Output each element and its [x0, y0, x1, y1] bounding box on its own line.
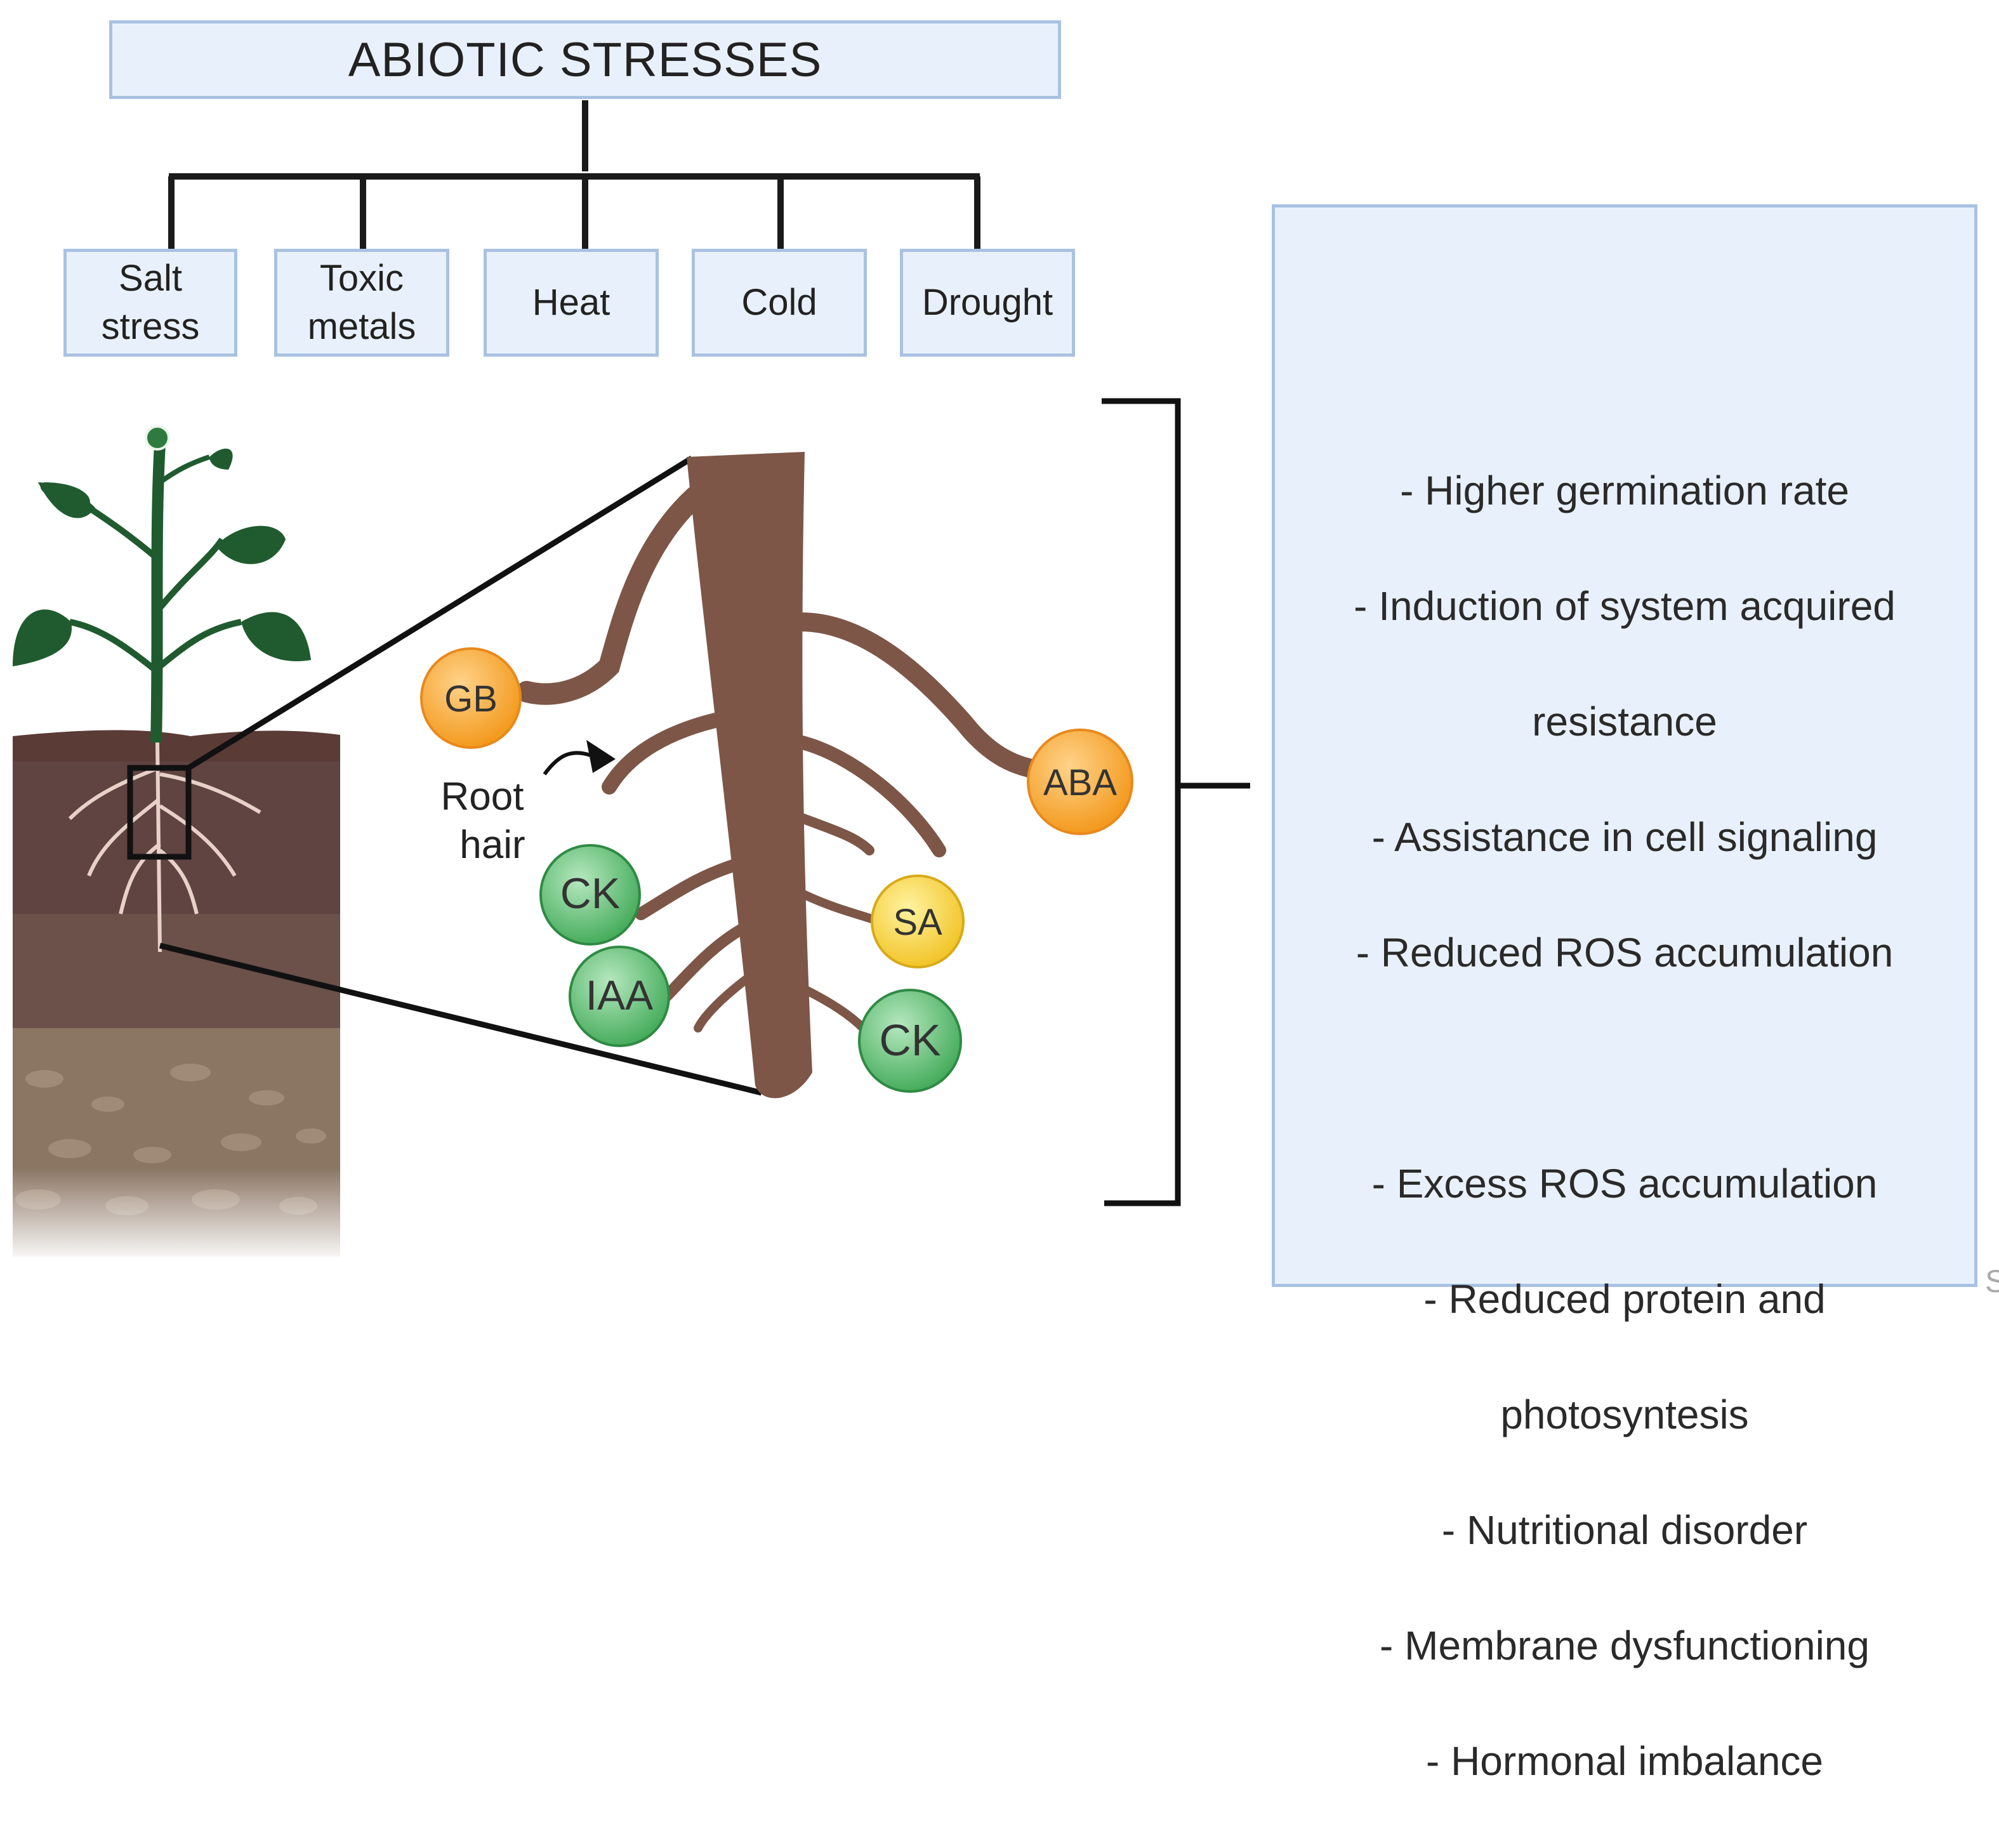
enlarged-root — [516, 452, 1057, 1099]
svg-text:SA: SA — [893, 902, 942, 943]
negative-effect: photosyntesis — [1500, 1392, 1749, 1437]
positive-effect: - Reduced ROS accumulation — [1356, 930, 1894, 975]
tree-connectors — [168, 100, 980, 249]
hormone-ck-upper: CK — [539, 844, 641, 946]
zoom-indicator — [127, 456, 763, 1096]
stress-cold: Cold — [692, 249, 867, 357]
effects-spacer — [1275, 1040, 1974, 1097]
hormone-sa: SA — [871, 874, 965, 968]
soil-cross-section — [13, 730, 340, 1263]
plant-leaves — [13, 448, 311, 666]
positive-effect: - Higher germination rate — [1400, 468, 1849, 513]
stress-toxic-metals: Toxic metals — [274, 249, 449, 357]
negative-effect: - Excess ROS accumulation — [1371, 1161, 1878, 1206]
svg-text:IAA: IAA — [586, 972, 653, 1019]
positive-effect: - Induction of system acquired — [1354, 583, 1896, 629]
negative-effect: - Reduced protein and — [1423, 1276, 1826, 1322]
negative-effect: - Hormonal imbalance — [1425, 1738, 1824, 1784]
svg-text:ABA: ABA — [1043, 762, 1117, 803]
positive-effect: - Assistance in cell signaling — [1371, 814, 1878, 860]
root-hair-arrow — [543, 740, 616, 776]
svg-text:CK: CK — [560, 869, 620, 918]
negative-effect: - Nutritional disorder — [1441, 1507, 1808, 1553]
root-hair-label-line2: hair — [459, 823, 525, 867]
positive-effect: resistance — [1532, 699, 1717, 744]
corner-mark: S — [1985, 1264, 1999, 1299]
svg-text:CK: CK — [879, 1015, 940, 1065]
stress-salt: Salt stress — [63, 249, 237, 357]
stress-heat: Heat — [484, 249, 659, 357]
hormone-iaa: IAA — [569, 946, 670, 1047]
plant — [13, 425, 311, 953]
hormone-gb: GB — [420, 647, 522, 749]
effects-bracket — [1102, 398, 1250, 1206]
effects-panel: - Higher germination rate - Induction of… — [1272, 204, 1977, 1784]
abiotic-stresses-title: ABIOTIC STRESSES — [109, 20, 1061, 99]
stress-drought: Drought — [900, 249, 1075, 357]
hormone-ck-lower: CK — [858, 989, 962, 1093]
root-hair-label-line1: Root — [441, 775, 524, 819]
diagram-canvas: Root hair GB ABA CK IAA SA CK — [13, 100, 1250, 1263]
negative-effect: - Membrane dysfunctioning — [1380, 1623, 1870, 1668]
hormone-aba: ABA — [1027, 729, 1133, 835]
svg-text:GB: GB — [444, 678, 498, 720]
